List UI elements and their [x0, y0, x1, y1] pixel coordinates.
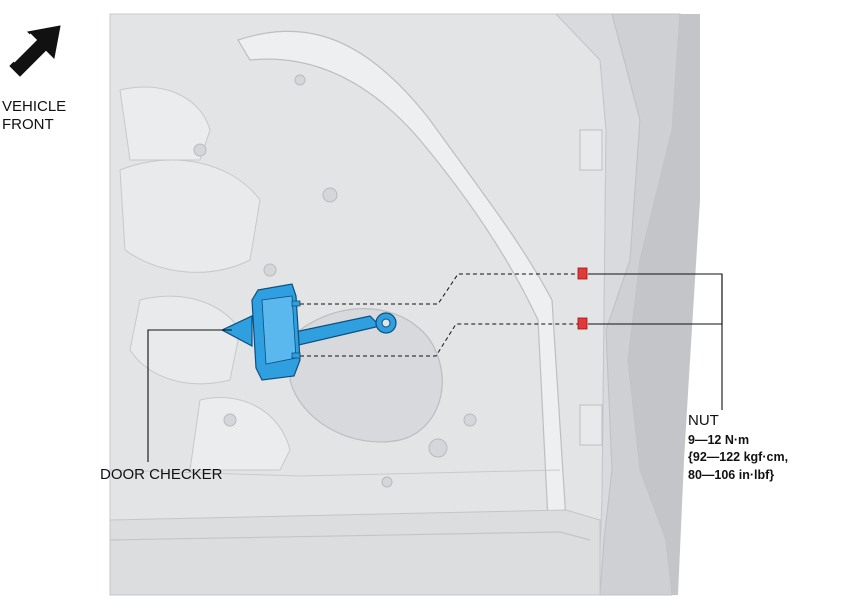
leader-lines: [147, 273, 723, 462]
torque-spec-line1: 9—12 N·m: [688, 433, 750, 447]
vehicle-front-line1: VEHICLE: [2, 98, 67, 115]
nut-lower: [577, 317, 588, 330]
torque-spec-line3: 80—106 in·lbf}: [688, 467, 775, 482]
door-checker-part: [220, 283, 397, 381]
vehicle-front-label: VEHICLE FRONT: [2, 98, 66, 134]
torque-spec-line2: {92—122 kgf·cm,: [688, 450, 789, 465]
nut-upper: [577, 267, 588, 280]
nut-torque-spec: 9—12 N·m {92—122 kgf·cm, 80—106 in·lbf}: [688, 432, 788, 484]
nut-label: NUT: [688, 412, 719, 429]
vehicle-front-arrow-icon: [9, 25, 61, 77]
vehicle-front-line2: FRONT: [2, 116, 54, 133]
projection-lines: [300, 273, 578, 357]
door-checker-label: DOOR CHECKER: [100, 466, 223, 483]
